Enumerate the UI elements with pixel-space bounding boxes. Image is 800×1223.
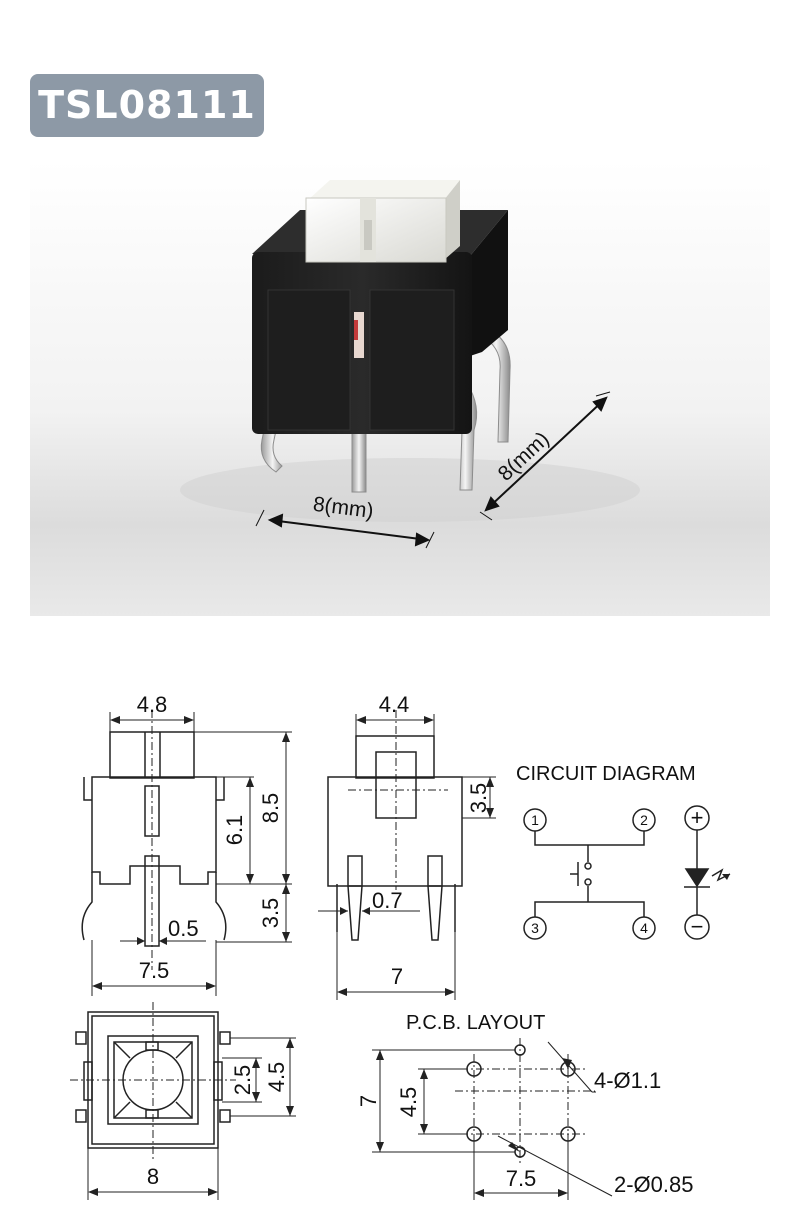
pcb-big-holes-label: 4-Ø1.1 (594, 1068, 661, 1093)
side-view (318, 710, 496, 1000)
top-dim-8: 8 (147, 1164, 159, 1189)
front-dim-6-1: 6.1 (222, 815, 247, 846)
model-badge: TSL08111 (30, 74, 264, 137)
front-dim-0-5: 0.5 (168, 916, 199, 941)
pcb-dim-7: 7 (356, 1095, 381, 1107)
product-photo: 8(mm) 8(mm) (30, 160, 770, 616)
side-dim-7: 7 (391, 964, 403, 989)
led-plus-label: + (691, 805, 704, 830)
pcb-small-holes-label: 2-Ø0.85 (614, 1172, 694, 1197)
pcb-layout (372, 1038, 613, 1200)
circuit-title: CIRCUIT DIAGRAM (516, 763, 696, 785)
pcb-title: P.C.B. LAYOUT (406, 1012, 545, 1034)
top-dim-4-5: 4.5 (264, 1062, 289, 1093)
side-dim-0-7: 0.7 (372, 888, 403, 913)
pcb-dim-7-5: 7.5 (506, 1166, 537, 1191)
side-dim-3-5: 3.5 (466, 783, 491, 814)
front-dim-7-5: 7.5 (139, 958, 170, 983)
led-minus-label: − (691, 914, 704, 939)
front-dim-8-5: 8.5 (258, 793, 283, 824)
top-dim-2-5: 2.5 (230, 1065, 255, 1096)
front-dim-3-5: 3.5 (258, 898, 283, 929)
switch-cap (305, 180, 460, 263)
front-view (81, 710, 292, 996)
technical-drawings: 4.8 8.5 6.1 3.5 0.5 7.5 (70, 692, 731, 1200)
pin-1-label: 1 (531, 812, 539, 828)
pin-4-label: 4 (640, 920, 648, 936)
front-dim-4-8: 4.8 (137, 692, 168, 717)
circuit-diagram (523, 805, 731, 940)
pin-2-label: 2 (640, 812, 648, 828)
pin-3-label: 3 (531, 920, 539, 936)
top-view (70, 1002, 296, 1200)
side-dim-4-4: 4.4 (379, 692, 410, 717)
dimension-arrows (255, 391, 611, 549)
pcb-dim-4-5: 4.5 (396, 1087, 421, 1118)
